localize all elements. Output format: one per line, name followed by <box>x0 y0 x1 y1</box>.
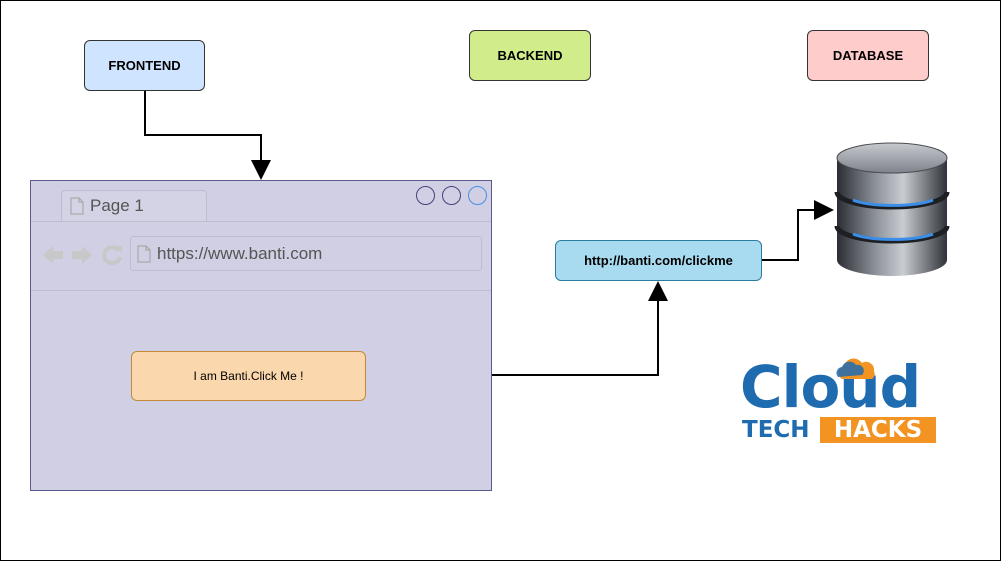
forward-arrow-icon[interactable] <box>70 243 94 267</box>
address-bar[interactable]: https://www.banti.com <box>130 236 482 271</box>
click-me-button[interactable]: I am Banti.Click Me ! <box>131 351 366 401</box>
logo-cloud-text: Cloud <box>740 353 921 421</box>
window-control-icon[interactable] <box>442 186 461 205</box>
back-arrow-icon[interactable] <box>41 243 65 267</box>
cloud-tech-hacks-logo: Cloud TECH HACKS <box>736 355 940 447</box>
backend-endpoint-box: http://banti.com/clickme <box>555 240 762 281</box>
browser-window: Page 1 https://www.banti.com I am Banti.… <box>30 180 492 491</box>
document-icon <box>70 197 84 215</box>
address-bar-text: https://www.banti.com <box>157 243 323 263</box>
logo-hacks-text: HACKS <box>820 417 936 443</box>
cloud-icon <box>836 358 875 379</box>
document-icon <box>137 244 151 263</box>
window-control-icon[interactable] <box>468 186 487 205</box>
database-cylinder-icon <box>834 142 950 276</box>
logo-tech-text: TECH <box>742 417 810 443</box>
tab-label: Page 1 <box>90 196 144 215</box>
frontend-label: FRONTEND <box>84 40 205 91</box>
tab-divider <box>31 221 491 222</box>
database-label: DATABASE <box>807 30 929 81</box>
backend-label: BACKEND <box>469 30 591 81</box>
refresh-icon[interactable] <box>100 243 124 267</box>
browser-tab[interactable]: Page 1 <box>61 190 207 221</box>
window-control-icon[interactable] <box>416 186 435 205</box>
toolbar-divider <box>31 290 491 291</box>
